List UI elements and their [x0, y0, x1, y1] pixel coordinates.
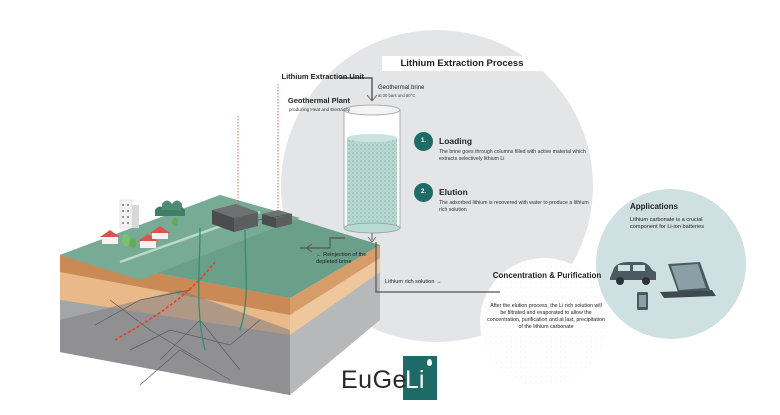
concentration-title: Concentration & Purification	[492, 271, 602, 280]
geothermal-plant-sublabel: producing Heat and Electricity	[288, 107, 350, 112]
phone-icon	[637, 292, 648, 310]
concentration-description: After the elution process, the Li rich s…	[487, 303, 605, 331]
reinjection-label: ← Reinjection of the depleted brine	[316, 252, 367, 265]
production-well	[198, 227, 206, 351]
logo-prefix: EuGe	[341, 366, 407, 394]
tree-icon	[122, 217, 178, 249]
lithium-extraction-unit-label: Lithium Extraction Unit	[281, 72, 365, 81]
step-1-description: The brine goes through columns filled wi…	[439, 149, 586, 163]
geothermal-plant-building	[212, 204, 258, 232]
injection-well	[239, 229, 247, 331]
geothermal-brine-sublabel: at 30 bars and 80°C	[378, 93, 416, 98]
laptop-icon	[660, 262, 716, 298]
fault-line	[114, 261, 216, 341]
step-1-title: Loading	[439, 136, 473, 146]
step-2-title: Elution	[439, 187, 468, 197]
applications-title: Applications	[630, 202, 679, 211]
step-1-number: 1.	[414, 132, 433, 151]
greenhouse-icon	[155, 200, 185, 216]
step-2-description: The adsorbed lithium is recovered with w…	[439, 200, 589, 214]
building-icon	[119, 199, 139, 229]
logo-suffix: Li	[405, 366, 425, 394]
car-icon	[610, 262, 656, 285]
column-icon	[343, 104, 401, 234]
geothermal-brine-label: Geothermal brine	[378, 85, 425, 91]
lithium-rich-solution-label: Lithium rich solution →	[385, 279, 442, 285]
process-title: Lithium Extraction Process	[382, 56, 542, 71]
droplet-icon	[427, 359, 432, 366]
arrow-down-icon	[366, 94, 378, 102]
geothermal-plant-label: Geothermal Plant	[287, 96, 350, 105]
landscape-block	[60, 195, 380, 395]
applications-description: Lithium carbonate is a crucial component…	[630, 217, 705, 231]
extraction-unit-building	[262, 210, 292, 228]
step-2-number: 2.	[414, 183, 433, 202]
house-icon	[100, 226, 170, 248]
